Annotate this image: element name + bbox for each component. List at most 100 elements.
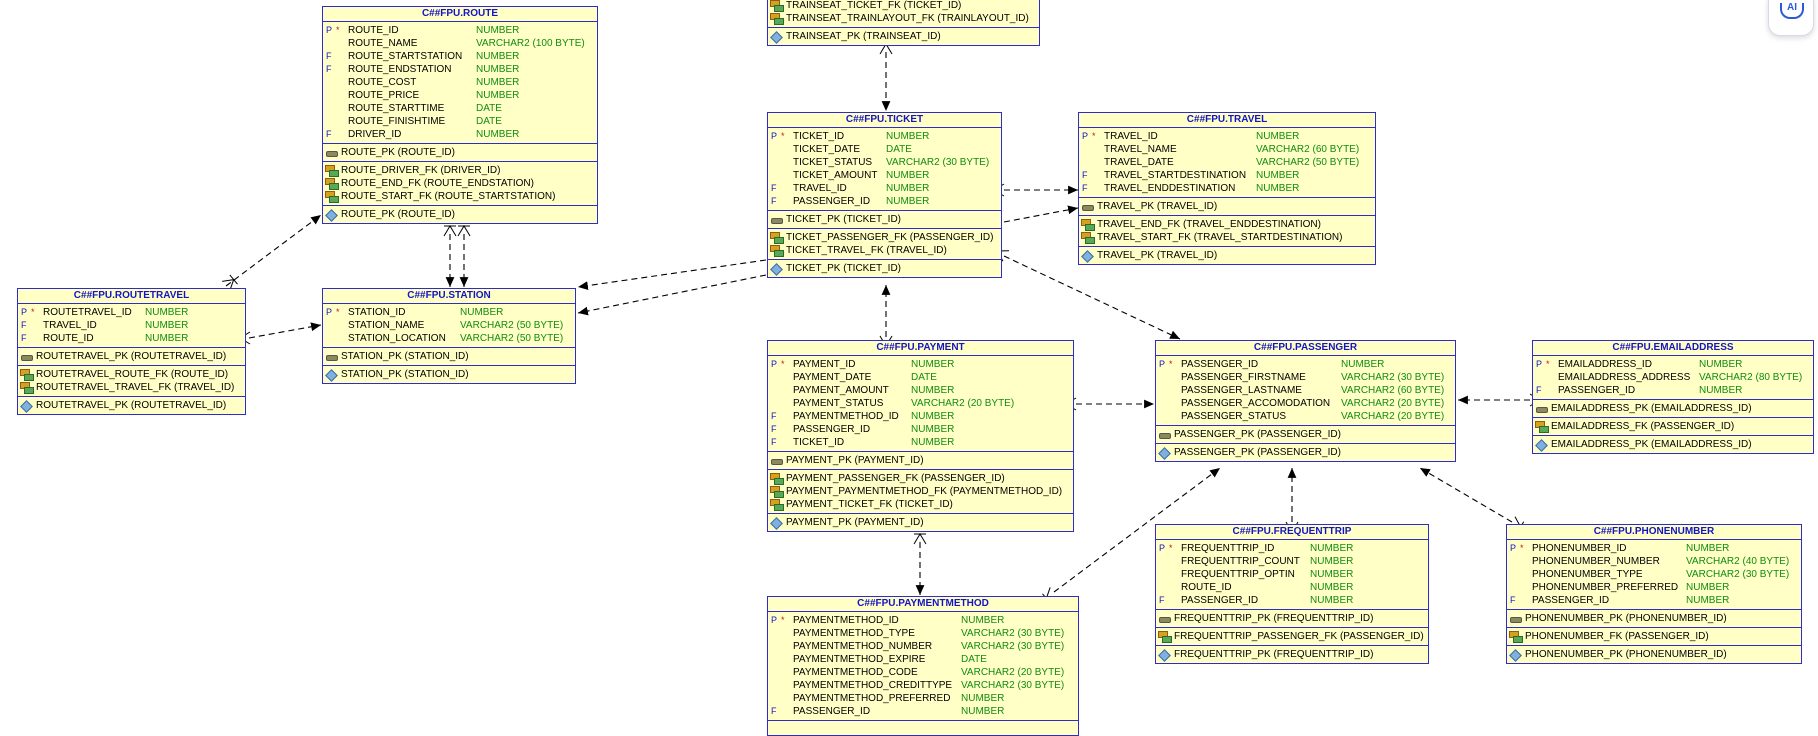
pk-row[interactable]: PHONENUMBER_PK (PHONENUMBER_ID) (1507, 612, 1801, 625)
fk-row[interactable]: PHONENUMBER_FK (PASSENGER_ID) (1507, 630, 1801, 643)
uk-row[interactable]: ROUTETRAVEL_PK (ROUTETRAVEL_ID) (18, 399, 245, 412)
uk-row[interactable]: PHONENUMBER_PK (PHONENUMBER_ID) (1507, 648, 1801, 661)
fk-row[interactable]: TRAVEL_START_FK (TRAVEL_STARTDESTINATION… (1079, 231, 1375, 244)
entity-trainseat[interactable]: TRAINSEAT_TICKET_FK (TICKET_ID)TRAINSEAT… (767, 0, 1040, 46)
pk-row[interactable]: PAYMENT_PK (PAYMENT_ID) (768, 454, 1073, 467)
uk-row[interactable]: FREQUENTTRIP_PK (FREQUENTTRIP_ID) (1156, 648, 1428, 661)
fk-row[interactable]: ROUTETRAVEL_ROUTE_FK (ROUTE_ID) (18, 368, 245, 381)
pk-row[interactable]: FREQUENTTRIP_PK (FREQUENTTRIP_ID) (1156, 612, 1428, 625)
fk-row[interactable]: PAYMENT_TICKET_FK (TICKET_ID) (768, 498, 1073, 511)
uk-row[interactable]: ROUTE_PK (ROUTE_ID) (323, 208, 597, 221)
uk-row[interactable]: TRAVEL_PK (TRAVEL_ID) (1079, 249, 1375, 262)
fk-row[interactable]: ROUTE_DRIVER_FK (DRIVER_ID) (323, 164, 597, 177)
fk-row[interactable]: PAYMENT_PAYMENTMETHOD_FK (PAYMENTMETHOD_… (768, 485, 1073, 498)
uk-row[interactable]: PASSENGER_PK (PASSENGER_ID) (1156, 446, 1455, 459)
pk-row[interactable]: ROUTE_PK (ROUTE_ID) (323, 146, 597, 159)
ai-assistant-button[interactable]: AI (1768, 0, 1814, 36)
pk-row[interactable]: PASSENGER_PK (PASSENGER_ID) (1156, 428, 1455, 441)
pk-row[interactable]: EMAILADDRESS_PK (EMAILADDRESS_ID) (1533, 402, 1813, 415)
fk-row[interactable]: EMAILADDRESS_FK (PASSENGER_ID) (1533, 420, 1813, 433)
pk-row[interactable]: TICKET_PK (TICKET_ID) (768, 213, 1001, 226)
pk-row[interactable]: ROUTETRAVEL_PK (ROUTETRAVEL_ID) (18, 350, 245, 363)
fk-row[interactable]: PAYMENT_PASSENGER_FK (PASSENGER_ID) (768, 472, 1073, 485)
uk-row[interactable]: TRAINSEAT_PK (TRAINSEAT_ID) (768, 30, 1039, 43)
fk-row[interactable]: TICKET_PASSENGER_FK (PASSENGER_ID) (768, 231, 1001, 244)
fk-row[interactable]: TRAINSEAT_TRAINLAYOUT_FK (TRAINLAYOUT_ID… (768, 12, 1039, 25)
uk-row[interactable]: STATION_PK (STATION_ID) (323, 368, 575, 381)
pk-row[interactable]: STATION_PK (STATION_ID) (323, 350, 575, 363)
fk-row[interactable]: ROUTE_START_FK (ROUTE_STARTSTATION) (323, 190, 597, 203)
uk-row[interactable]: EMAILADDRESS_PK (EMAILADDRESS_ID) (1533, 438, 1813, 451)
fk-row[interactable]: ROUTETRAVEL_TRAVEL_FK (TRAVEL_ID) (18, 381, 245, 394)
fk-row[interactable]: FREQUENTTRIP_PASSENGER_FK (PASSENGER_ID) (1156, 630, 1428, 643)
uk-row[interactable]: PAYMENT_PK (PAYMENT_ID) (768, 516, 1073, 529)
uk-row[interactable]: TICKET_PK (TICKET_ID) (768, 262, 1001, 275)
fk-row[interactable]: TICKET_TRAVEL_FK (TRAVEL_ID) (768, 244, 1001, 257)
fk-row[interactable]: ROUTE_END_FK (ROUTE_ENDSTATION) (323, 177, 597, 190)
